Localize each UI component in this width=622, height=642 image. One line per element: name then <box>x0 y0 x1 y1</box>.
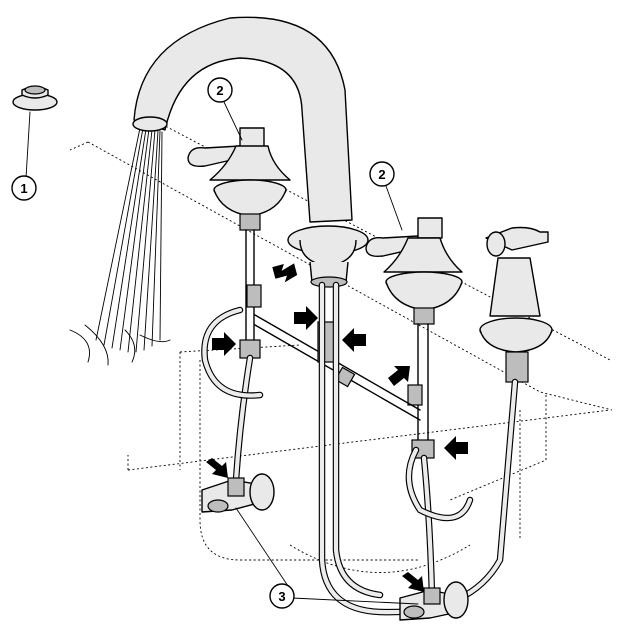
arrow-icon <box>388 366 410 386</box>
callout-1-label: 1 <box>20 181 27 196</box>
shutoff-valve-right <box>399 581 469 621</box>
arrow-icon <box>294 306 318 330</box>
callout-2-right-label: 2 <box>378 167 385 182</box>
callout-2-right: 2 <box>369 161 395 187</box>
flexible-hoses <box>201 281 519 616</box>
callout-1: 1 <box>11 175 37 201</box>
arrow-icon <box>342 328 366 352</box>
arrow-icon <box>272 263 298 283</box>
water-spray <box>69 127 171 366</box>
callout-3-label: 3 <box>278 589 285 604</box>
shutoff-valve-left <box>201 473 275 513</box>
aerator-part <box>12 85 58 111</box>
arrow-icon <box>212 332 236 356</box>
callout-leaders <box>25 101 419 605</box>
side-sprayer <box>479 226 553 383</box>
right-handle-valve <box>365 217 463 325</box>
callout-2-left: 2 <box>207 77 233 103</box>
callout-3: 3 <box>269 583 295 609</box>
arrow-icon <box>206 458 228 478</box>
spout-base <box>287 225 369 288</box>
connection-arrows <box>206 263 468 592</box>
arrow-icon <box>402 572 424 592</box>
left-handle-valve <box>187 127 291 231</box>
arrow-icon <box>444 436 468 460</box>
spout <box>132 16 353 223</box>
callout-2-left-label: 2 <box>216 83 223 98</box>
